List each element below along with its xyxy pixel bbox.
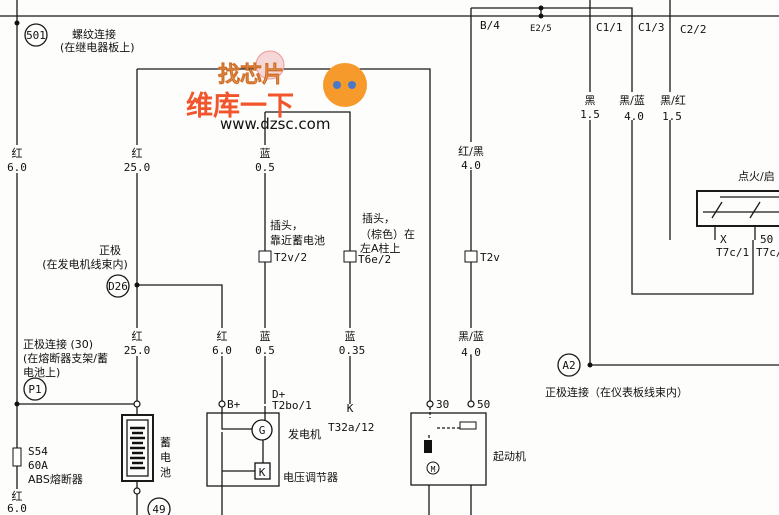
svg-text:4.0: 4.0 (461, 346, 481, 359)
splice-p1-title: 正极连接 (30) (23, 337, 93, 351)
svg-text:B/4: B/4 (480, 19, 500, 32)
svg-text:红: 红 (132, 330, 143, 343)
svg-text:50: 50 (760, 233, 773, 246)
starter: 30 50 M 起动机 (410, 398, 526, 486)
svg-text:www.dzsc.com: www.dzsc.com (220, 115, 330, 133)
svg-text:0.5: 0.5 (255, 344, 275, 357)
svg-text:电压调节器: 电压调节器 (283, 471, 338, 484)
svg-text:蓝: 蓝 (345, 330, 356, 343)
svg-text:T7c/1: T7c/1 (716, 246, 749, 259)
top-connectors: B/4 E2/5 C1/1 C1/3 C2/2 (480, 19, 707, 36)
splice-a2: A2 (557, 353, 581, 377)
ground-49: 49 (147, 497, 171, 515)
svg-text:插头，: 插头， (270, 218, 303, 232)
splice-a2-title: 正极连接（在仪表板线束内） (545, 385, 688, 399)
splice-501-title: 螺纹连接 (72, 27, 116, 41)
splice-d26-location: (在发电机线束内) (42, 257, 128, 271)
fuse-s54: S54 60A ABS熔断器 (12, 445, 83, 486)
svg-text:蓄: 蓄 (160, 436, 171, 449)
svg-text:50: 50 (477, 398, 490, 411)
svg-text:C2/2: C2/2 (680, 23, 707, 36)
svg-text:ABS熔断器: ABS熔断器 (28, 472, 83, 486)
svg-text:黑: 黑 (585, 94, 596, 107)
connector-t6e2: 插头， （棕色）在 左A柱上 T6e/2 (343, 211, 415, 266)
svg-text:C1/3: C1/3 (638, 21, 665, 34)
splice-501-location: (在继电器板上) (60, 40, 135, 54)
svg-text:T6e/2: T6e/2 (358, 253, 391, 266)
svg-text:A2: A2 (562, 359, 575, 372)
svg-text:E2/5: E2/5 (530, 24, 552, 34)
svg-text:501: 501 (26, 29, 46, 42)
svg-text:找芯片: 找芯片 (218, 63, 284, 88)
splice-p1-location-2: 电池上) (23, 366, 60, 379)
splice-p1-location: (在熔断器支架/蓄 (23, 351, 108, 365)
svg-text:靠近蓄电池: 靠近蓄电池 (270, 233, 325, 247)
svg-text:黑/蓝: 黑/蓝 (458, 330, 484, 343)
svg-text:电: 电 (160, 451, 171, 464)
svg-text:黑/蓝: 黑/蓝 (619, 94, 645, 107)
svg-text:4.0: 4.0 (624, 110, 644, 123)
svg-text:插头，: 插头， (362, 211, 395, 225)
svg-text:（棕色）在: （棕色）在 (360, 227, 415, 241)
junction-dots (14, 5, 593, 407)
svg-text:0.5: 0.5 (255, 161, 275, 174)
splice-d26: D26 (106, 274, 130, 298)
svg-text:G: G (259, 424, 266, 437)
splice-p1: P1 (23, 377, 47, 401)
svg-text:蓝: 蓝 (260, 330, 271, 343)
wire-w13-color: 红 (12, 490, 23, 503)
svg-text:D26: D26 (108, 280, 128, 293)
svg-text:P1: P1 (28, 383, 41, 396)
svg-text:左A柱上: 左A柱上 (360, 241, 401, 255)
svg-text:C1/1: C1/1 (596, 21, 623, 34)
svg-text:T32a/12: T32a/12 (328, 421, 374, 434)
splice-501: 501 (24, 23, 48, 47)
svg-text:黑/红: 黑/红 (660, 94, 686, 107)
svg-text:B+: B+ (227, 398, 241, 411)
svg-text:发电机: 发电机 (288, 427, 321, 441)
svg-text:红: 红 (12, 147, 23, 160)
svg-text:25.0: 25.0 (124, 161, 151, 174)
wire-w13-size: 6.0 (7, 502, 27, 515)
svg-text:K: K (259, 466, 266, 479)
svg-text:M: M (431, 465, 436, 474)
svg-text:60A: 60A (28, 459, 48, 472)
svg-text:维库一下: 维库一下 (186, 91, 294, 122)
watermark-logo: 找芯片 维库一下 www.dzsc.com (186, 50, 367, 133)
svg-text:1.5: 1.5 (662, 110, 682, 123)
svg-text:红: 红 (217, 330, 228, 343)
ignition-switch: 点火/启 X T7c/1 50 T7c/ (696, 170, 779, 259)
splice-d26-title: 正极 (99, 243, 121, 257)
connector-t2v2: 插头， 靠近蓄电池 T2v/2 (258, 218, 325, 264)
svg-text:点火/启: 点火/启 (738, 170, 775, 183)
svg-text:49: 49 (152, 503, 165, 515)
svg-text:1.5: 1.5 (580, 108, 600, 121)
svg-text:红: 红 (132, 147, 143, 160)
svg-text:30: 30 (436, 398, 449, 411)
svg-text:池: 池 (160, 466, 171, 479)
svg-text:T2v: T2v (480, 251, 500, 264)
svg-text:T2bo/1: T2bo/1 (272, 399, 312, 412)
svg-text:6.0: 6.0 (212, 344, 232, 357)
svg-text:6.0: 6.0 (7, 161, 27, 174)
svg-text:0.35: 0.35 (339, 344, 366, 357)
svg-text:D+: D+ (272, 388, 286, 401)
svg-text:S54: S54 (28, 445, 48, 458)
wire-labels: 红6.0 红25.0 蓝0.5 红/黑4.0 黑1.5 黑/蓝4.0 黑/红1.… (4, 92, 689, 515)
svg-text:K: K (347, 402, 354, 415)
svg-text:红/黑: 红/黑 (458, 145, 484, 158)
svg-text:起动机: 起动机 (493, 449, 526, 463)
svg-text:25.0: 25.0 (124, 344, 151, 357)
connector-t2v: T2v (464, 250, 500, 264)
svg-text:T2v/2: T2v/2 (274, 251, 307, 264)
svg-text:X: X (720, 233, 727, 246)
svg-text:T7c/: T7c/ (756, 246, 779, 259)
svg-text:蓝: 蓝 (260, 147, 271, 160)
battery: 蓄 电 池 (121, 414, 171, 482)
svg-text:4.0: 4.0 (461, 159, 481, 172)
generator: G K B+ D+ T2bo/1 发电机 电压调节器 T32a/12 K (206, 388, 374, 487)
